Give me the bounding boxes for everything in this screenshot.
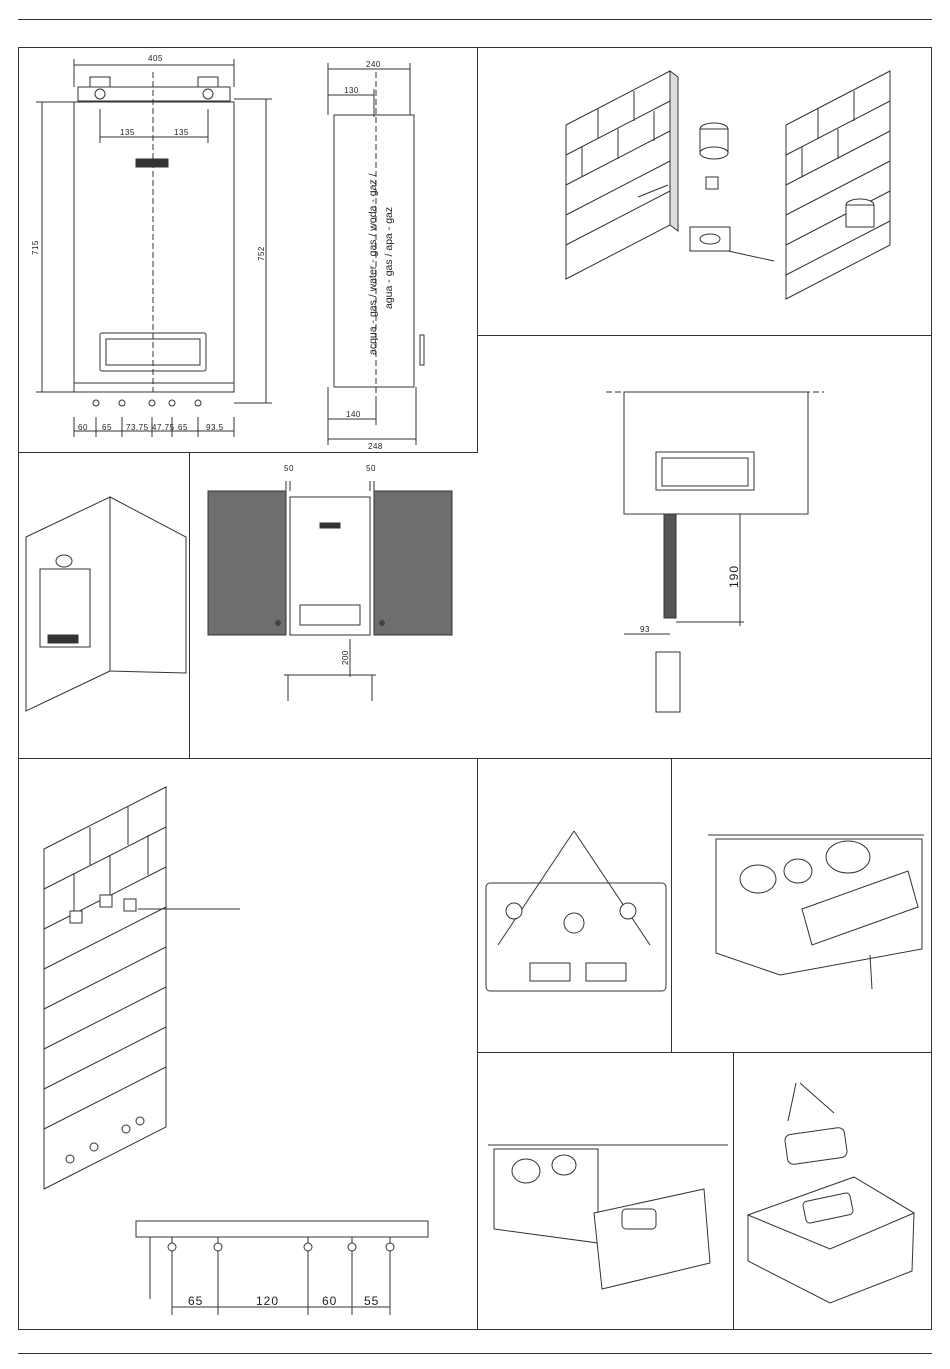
dim-width: 405 [148,54,163,63]
dim-bracket-offset: 130 [344,86,359,95]
dim-bracket-right: 135 [174,128,189,137]
side-label-line1: acqua - gas / water - gas / woda - gaz / [367,173,379,355]
template-spacing-1: 65 [188,1294,203,1308]
cover-screws-drawing [734,1053,932,1330]
wall-plug-drawing [478,47,932,336]
top-rule [18,19,932,20]
bottom-view-drawing [478,759,672,1053]
internal-view-panel [672,759,932,1053]
screw-icon [870,955,872,989]
dimensions-panel: 405 135 135 715 752 60 65 73.75 47.75 65… [18,47,478,453]
bottom-rule [18,1353,932,1354]
dim-bottom-offset: 140 [346,410,361,419]
dim-conn-2: 65 [102,423,112,432]
side-label-line2: agua - gas / apa - gaz [383,207,395,309]
corner-install-drawing [18,453,190,759]
clearance-left: 50 [284,464,294,473]
drain-panel: 190 93 [478,336,932,759]
right-cabinet [374,491,452,635]
control-box-drawing [478,1053,734,1330]
wall-plug-panel [478,47,932,336]
clearances-drawing: 50 50 200 [190,453,478,759]
clearance-right: 50 [366,464,376,473]
dimensions-drawing: 405 135 135 715 752 60 65 73.75 47.75 65… [18,47,478,453]
dim-conn-5: 65 [178,423,188,432]
drain-drawing: 190 93 [478,336,932,759]
dim-height-front: 715 [31,240,40,255]
brick-wall-icon-right [786,71,890,299]
dim-conn-1: 60 [78,423,88,432]
dim-depth-top: 240 [366,60,381,69]
cover-screws-panel [734,1053,932,1330]
template-spacing-4: 55 [364,1294,379,1308]
dim-bracket-left: 135 [120,128,135,137]
wall-template-panel: 65 120 60 55 [18,759,478,1330]
template-spacing-2: 120 [256,1294,279,1308]
hose-icon [664,514,676,618]
brick-wall-icon [566,71,678,279]
siphon-icon [656,652,680,712]
dim-height-side: 752 [257,246,266,261]
brick-wall-template-icon [44,787,240,1189]
front-view [36,59,272,437]
clearance-bottom: 200 [341,650,350,665]
drain-height: 190 [727,565,741,588]
control-box-panel [478,1053,734,1330]
template-spacing-3: 60 [322,1294,337,1308]
dim-conn-3: 73.75 [126,423,149,432]
internal-view-drawing [672,759,932,1053]
clearances-panel: 50 50 200 [190,453,478,759]
template-strip [136,1221,428,1315]
wall-template-drawing: 65 120 60 55 [18,759,478,1330]
dim-conn-6: 93.5 [206,423,224,432]
left-cabinet [208,491,286,635]
dim-depth-bottom: 248 [368,442,383,451]
screw-icon-right [800,1083,834,1113]
dim-conn-4: 47.75 [152,423,175,432]
corner-install-panel [18,453,190,759]
bottom-view-panel [478,759,672,1053]
screw-icon-left [788,1083,796,1121]
drain-offset: 93 [640,625,650,634]
heater-front [284,481,376,701]
